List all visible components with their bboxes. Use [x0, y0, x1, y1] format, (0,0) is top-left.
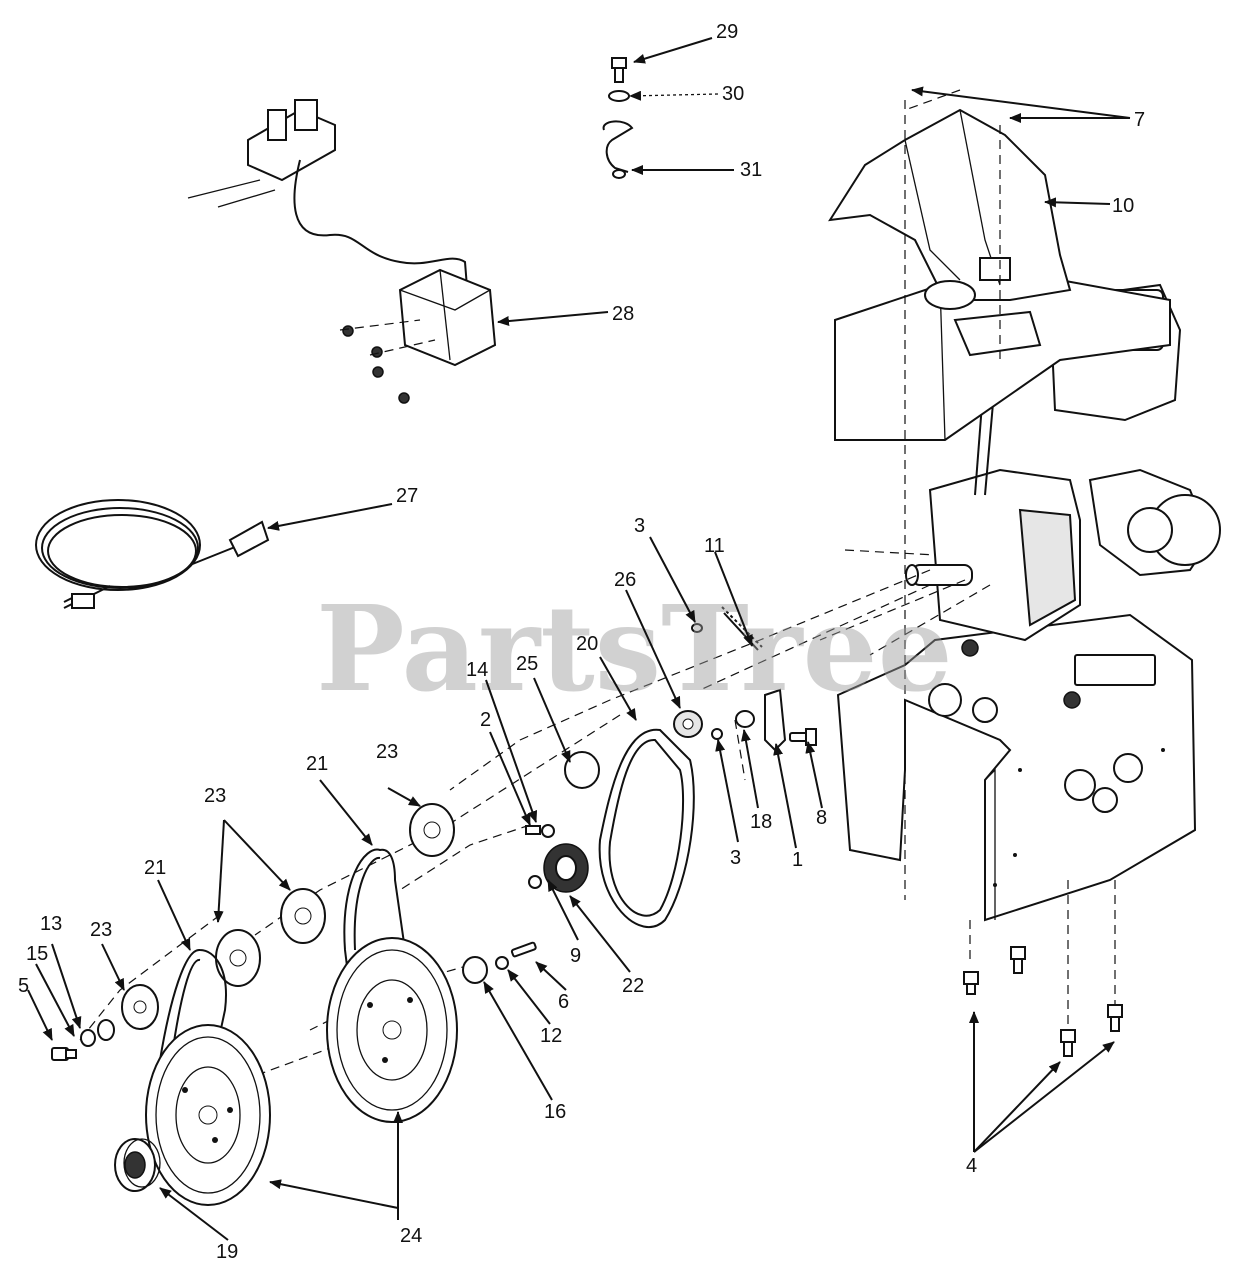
callout-31: 31: [740, 159, 762, 181]
extension-cord: [35, 499, 270, 609]
shroud-cover: [828, 108, 1072, 310]
callout-3-upper: 3: [634, 515, 645, 537]
callout-13: 13: [40, 913, 62, 935]
watermark: PartsTree: [316, 579, 953, 718]
callout-6: 6: [558, 991, 569, 1013]
callout-25: 25: [516, 653, 538, 675]
callout-9: 9: [570, 945, 581, 967]
callout-12: 12: [540, 1025, 562, 1047]
callout-16: 16: [544, 1101, 566, 1123]
callout-2: 2: [480, 709, 491, 731]
callout-15: 15: [26, 943, 48, 965]
callout-18: 18: [750, 811, 772, 833]
hardware-5-13-15: [51, 1019, 115, 1061]
callout-10: 10: [1112, 195, 1134, 217]
callout-22: 22: [622, 975, 644, 997]
callout-8: 8: [816, 807, 827, 829]
callout-23-left: 23: [204, 785, 226, 807]
frame-plate: [836, 613, 1197, 922]
belt-21-upper: [343, 848, 412, 992]
electric-starter-assembly: [187, 99, 497, 404]
callout-30: 30: [722, 83, 744, 105]
callout-21-upper: 21: [306, 753, 328, 775]
callout-3-lower: 3: [730, 847, 741, 869]
callout-5: 5: [18, 975, 29, 997]
callout-26: 26: [614, 569, 636, 591]
callout-28: 28: [612, 303, 634, 325]
callout-20: 20: [576, 633, 598, 655]
callout-14: 14: [466, 659, 488, 681]
callout-24: 24: [400, 1225, 422, 1247]
callout-11: 11: [704, 535, 725, 557]
callout-23-top: 23: [376, 741, 398, 763]
callout-23-small: 23: [90, 919, 112, 941]
callout-labels: 29 30 31 7 10 28 27 3 11 26 20 14 25 2 3…: [18, 21, 1145, 1263]
callout-4: 4: [966, 1155, 977, 1177]
callout-29: 29: [716, 21, 738, 43]
hardware-12-16-6: [462, 941, 537, 984]
callout-19: 19: [216, 1241, 238, 1263]
pulley-24-lower: [145, 1024, 271, 1206]
callout-1: 1: [792, 849, 803, 871]
callout-27: 27: [396, 485, 418, 507]
callout-7: 7: [1134, 109, 1145, 131]
callout-21-lower: 21: [144, 857, 166, 879]
pulley-24-upper: [326, 937, 458, 1123]
frame-bolts: [963, 946, 1123, 1057]
leader-lines: [27, 37, 1131, 1241]
fuel-tank: [834, 278, 1171, 441]
chute-clip-hardware: [602, 57, 634, 179]
drive-belt-and-idler: [525, 728, 695, 928]
bearing-19: [114, 1138, 161, 1192]
